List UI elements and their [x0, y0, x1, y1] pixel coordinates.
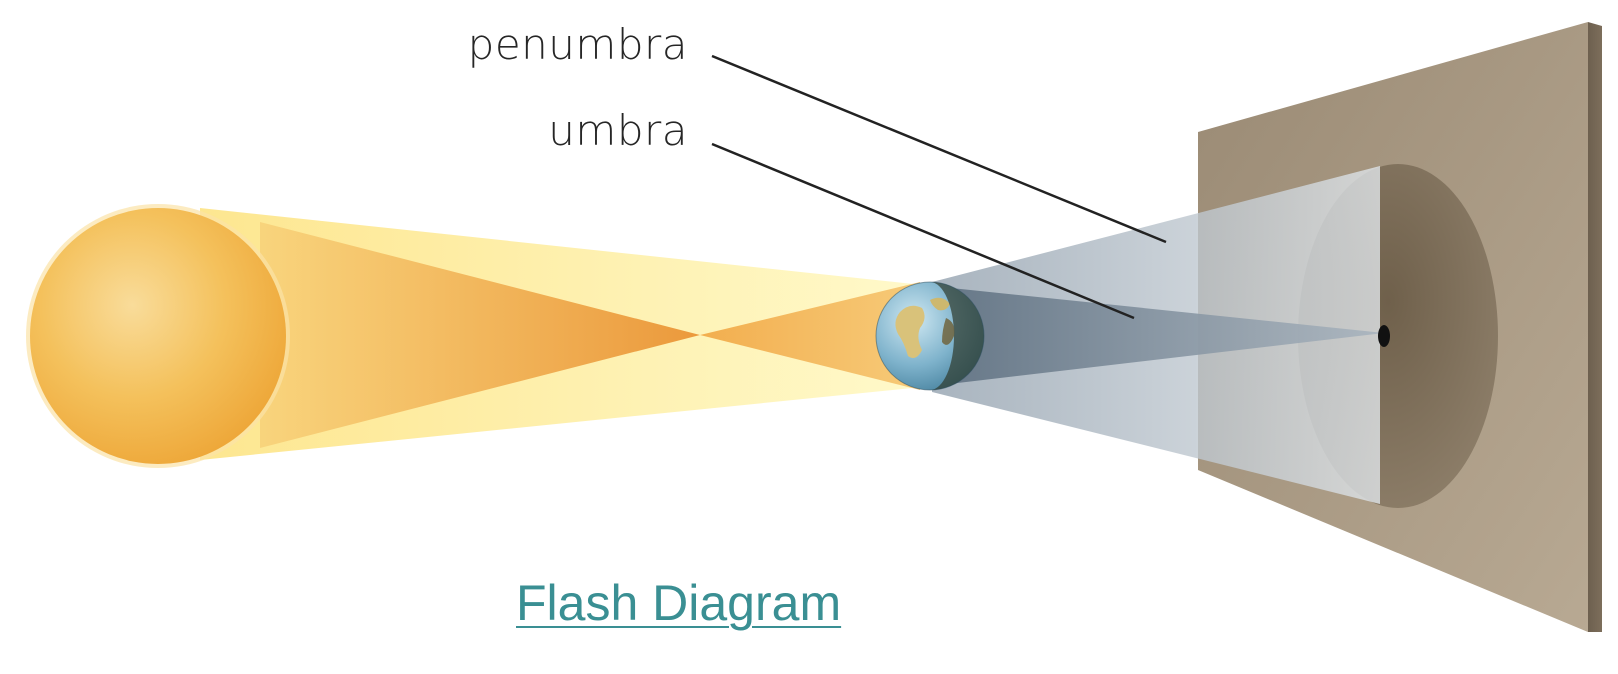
penumbra-leader-line [712, 56, 1166, 242]
penumbra-label: penumbra [468, 20, 688, 69]
earth-globe-icon [876, 282, 984, 390]
sun-icon [26, 204, 290, 468]
umbra-point [1378, 325, 1390, 347]
umbra-label: umbra [548, 106, 688, 155]
flash-diagram-link[interactable]: Flash Diagram [516, 574, 841, 632]
